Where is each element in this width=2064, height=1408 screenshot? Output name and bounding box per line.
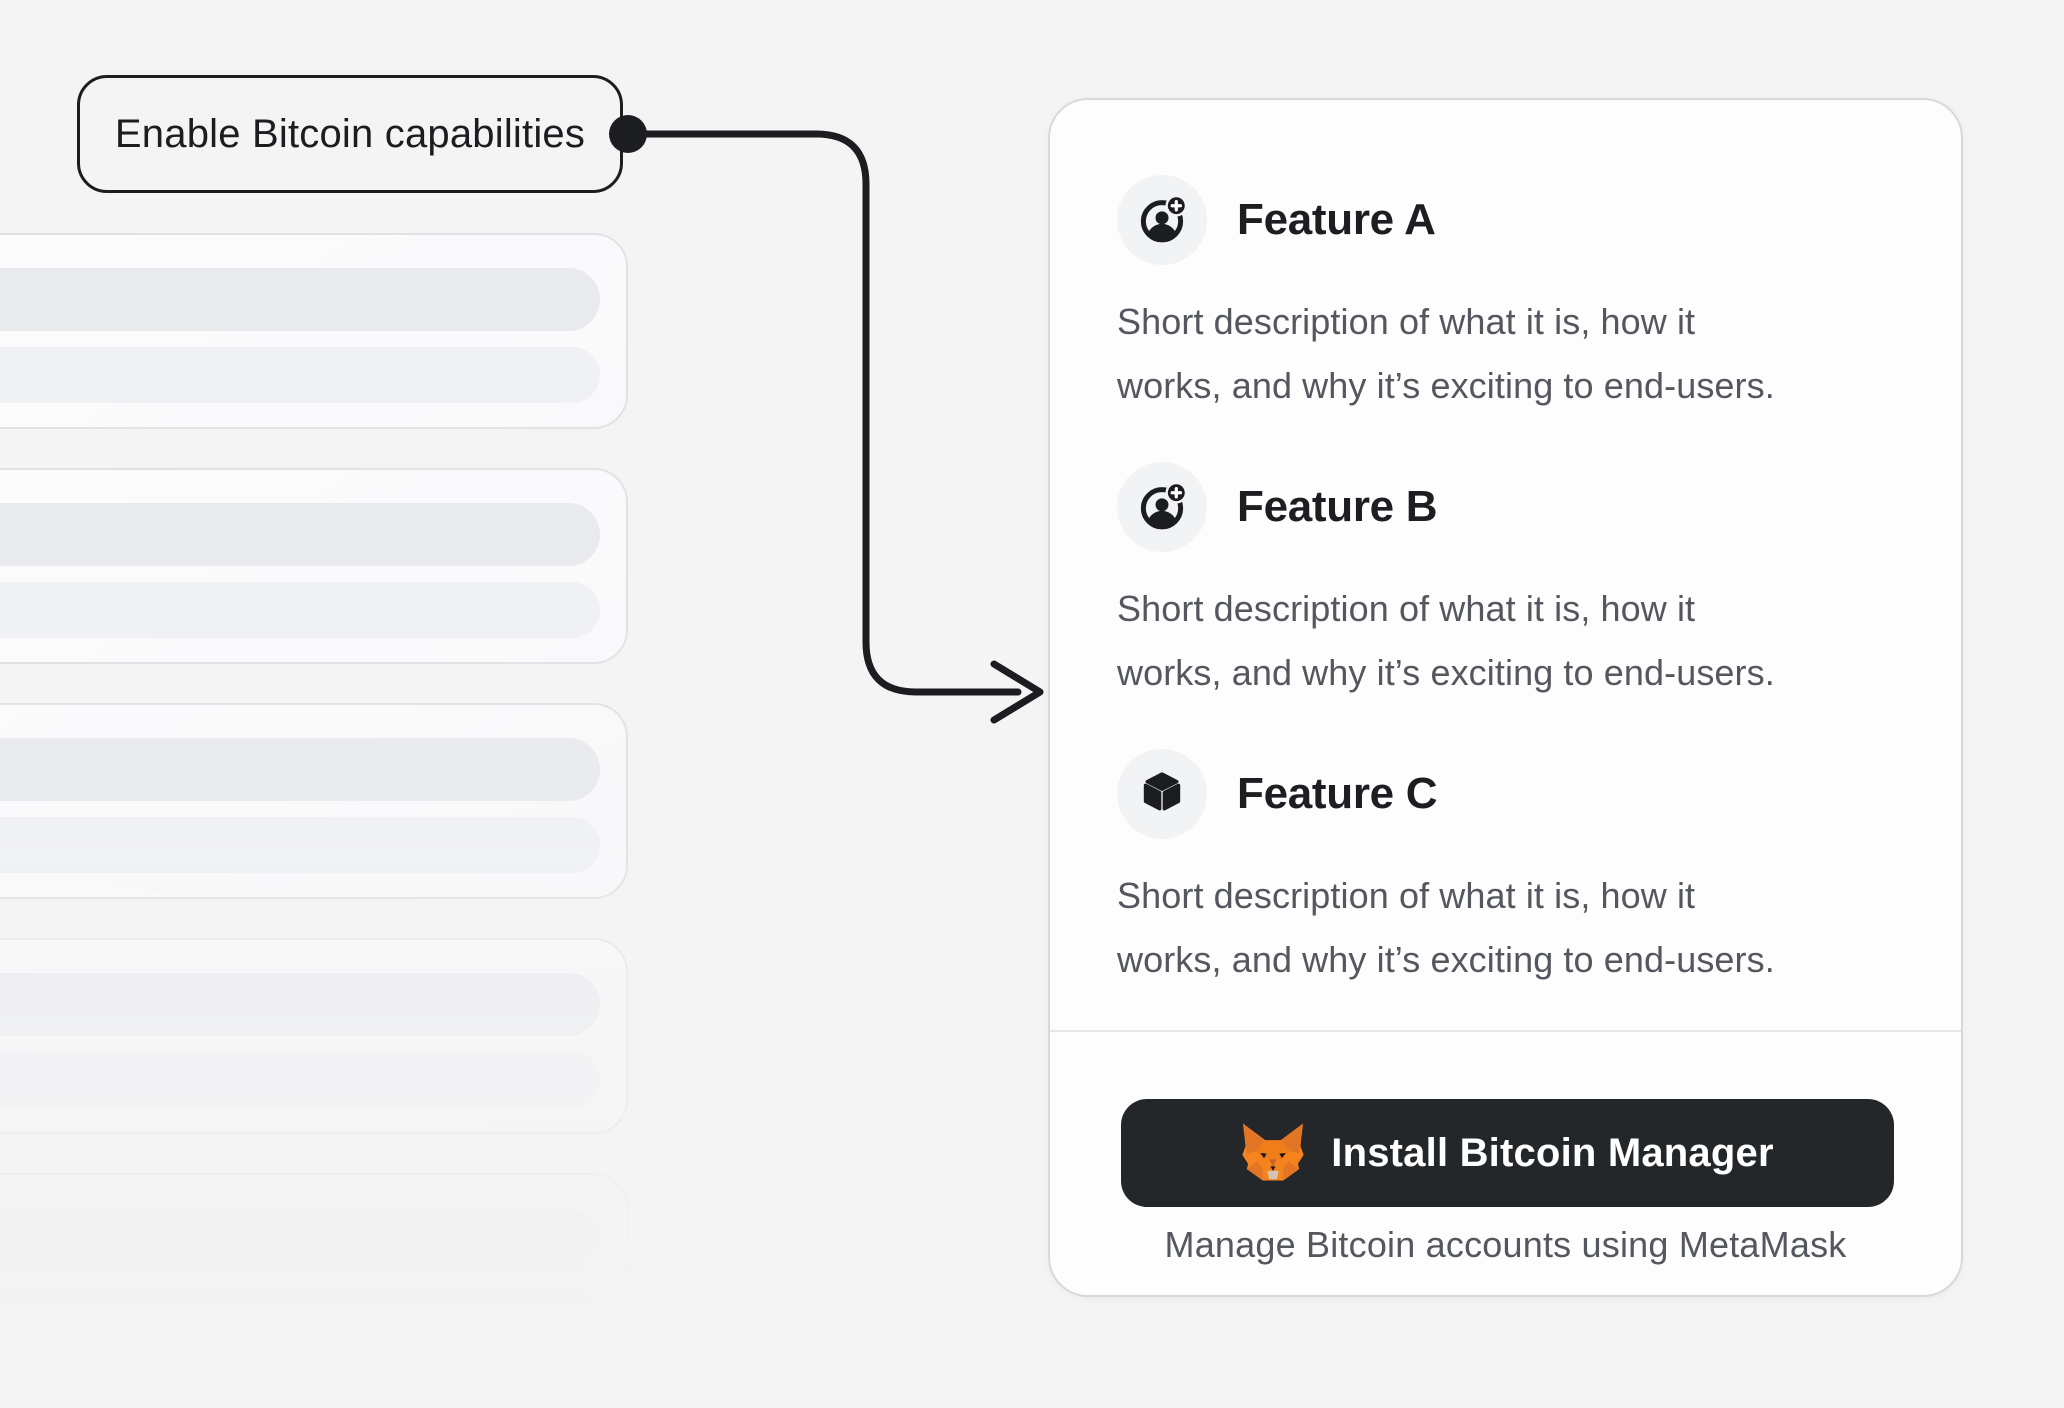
install-bitcoin-manager-button[interactable]: Install Bitcoin Manager <box>1121 1099 1894 1207</box>
skeleton-card <box>0 1173 628 1369</box>
feature-item: Feature B Short description of what it i… <box>1117 462 1961 705</box>
skeleton-line <box>0 1208 600 1271</box>
feature-title: Feature B <box>1237 482 1438 531</box>
feature-item: Feature A Short description of what it i… <box>1117 175 1961 418</box>
skeleton-line <box>0 738 600 801</box>
skeleton-line <box>0 817 600 873</box>
skeleton-card <box>0 233 628 429</box>
account-plus-icon <box>1140 194 1188 243</box>
callout-enable-bitcoin: Enable Bitcoin capabilities <box>77 75 623 193</box>
skeleton-line <box>0 268 600 331</box>
skeleton-line <box>0 1287 600 1343</box>
feature-title: Feature C <box>1237 769 1438 818</box>
skeleton-card <box>0 938 628 1134</box>
panel-caption: Manage Bitcoin accounts using MetaMask <box>1164 1224 1847 1265</box>
cube-icon <box>1143 772 1181 811</box>
feature-icon-circle <box>1117 175 1207 265</box>
skeleton-card <box>0 468 628 664</box>
feature-item: Feature C Short description of what it i… <box>1117 749 1961 992</box>
skeleton-line <box>0 347 600 403</box>
feature-icon-circle <box>1117 749 1207 839</box>
callout-label: Enable Bitcoin capabilities <box>114 111 586 156</box>
feature-title: Feature A <box>1237 195 1436 244</box>
skeleton-line <box>0 1052 600 1108</box>
account-plus-icon <box>1140 481 1188 530</box>
metamask-fox-icon <box>1242 1123 1304 1181</box>
skeleton-line <box>0 503 600 566</box>
skeleton-line <box>0 973 600 1036</box>
skeleton-line <box>0 582 600 638</box>
install-button-label: Install Bitcoin Manager <box>1331 1130 1774 1175</box>
skeleton-column <box>0 233 638 1408</box>
feature-panel: Feature A Short description of what it i… <box>1048 98 1963 1297</box>
feature-list: Feature A Short description of what it i… <box>1050 100 1961 1036</box>
panel-divider <box>1050 1030 1961 1032</box>
feature-icon-circle <box>1117 462 1207 552</box>
skeleton-card <box>0 703 628 899</box>
